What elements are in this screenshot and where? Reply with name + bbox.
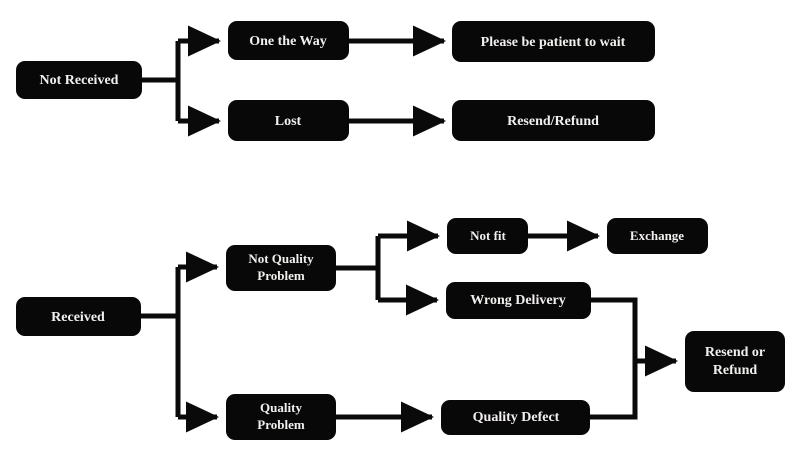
node-quality-defect[interactable]: Quality Defect (441, 400, 590, 435)
node-quality-defect-label: Quality Defect (473, 410, 560, 425)
node-not-fit-label: Not fit (470, 228, 506, 243)
node-resend-or-refund-box[interactable] (685, 331, 785, 392)
node-lost-label: Lost (275, 114, 302, 129)
connector-merge-to-resend-or-refund (590, 297, 638, 420)
node-quality-problem-label-line2: Problem (257, 417, 305, 432)
node-not-received-box[interactable] (16, 61, 142, 99)
node-exchange[interactable]: Exchange (607, 218, 708, 254)
node-received-label: Received (51, 310, 105, 325)
node-quality-problem-label-line1: Quality (260, 400, 302, 415)
node-exchange-label: Exchange (630, 228, 684, 243)
node-please-wait-box[interactable] (452, 21, 655, 62)
node-not-quality-problem-label-line2: Problem (257, 268, 305, 283)
node-lost[interactable]: Lost (228, 100, 349, 141)
node-received-box[interactable] (16, 297, 141, 336)
node-wrong-delivery-label: Wrong Delivery (470, 293, 566, 308)
node-not-received[interactable]: Not Received (16, 61, 142, 99)
node-exchange-box[interactable] (607, 218, 708, 254)
node-not-received-label: Not Received (40, 73, 119, 88)
node-resend-refund-label: Resend/Refund (507, 114, 599, 129)
node-resend-or-refund[interactable]: Resend or Refund (685, 331, 785, 392)
node-please-wait-label: Please be patient to wait (481, 35, 626, 50)
node-resend-refund-box[interactable] (452, 100, 655, 141)
node-not-quality-problem[interactable]: Not Quality Problem (226, 245, 336, 291)
node-wrong-delivery[interactable]: Wrong Delivery (446, 282, 591, 319)
node-resend-or-refund-label-line1: Resend or (705, 345, 765, 360)
node-one-the-way[interactable]: One the Way (228, 21, 349, 60)
flow-not-received: Not Received One the Way Please be patie… (16, 21, 655, 141)
node-please-be-patient-to-wait[interactable]: Please be patient to wait (452, 21, 655, 62)
node-resend-slash-refund[interactable]: Resend/Refund (452, 100, 655, 141)
node-not-quality-problem-label-line1: Not Quality (248, 251, 314, 266)
node-one-the-way-label: One the Way (249, 34, 327, 49)
node-resend-or-refund-label-line2: Refund (713, 363, 758, 378)
node-quality-problem[interactable]: Quality Problem (226, 394, 336, 440)
node-quality-defect-box[interactable] (441, 400, 590, 435)
node-lost-box[interactable] (228, 100, 349, 141)
node-not-fit-box[interactable] (447, 218, 528, 254)
flow-received: Received Not Quality Problem Quality Pro… (16, 218, 785, 440)
node-wrong-delivery-box[interactable] (446, 282, 591, 319)
node-not-quality-problem-box[interactable] (226, 245, 336, 291)
node-not-fit[interactable]: Not fit (447, 218, 528, 254)
node-one-the-way-box[interactable] (228, 21, 349, 60)
node-quality-problem-box[interactable] (226, 394, 336, 440)
node-received[interactable]: Received (16, 297, 141, 336)
